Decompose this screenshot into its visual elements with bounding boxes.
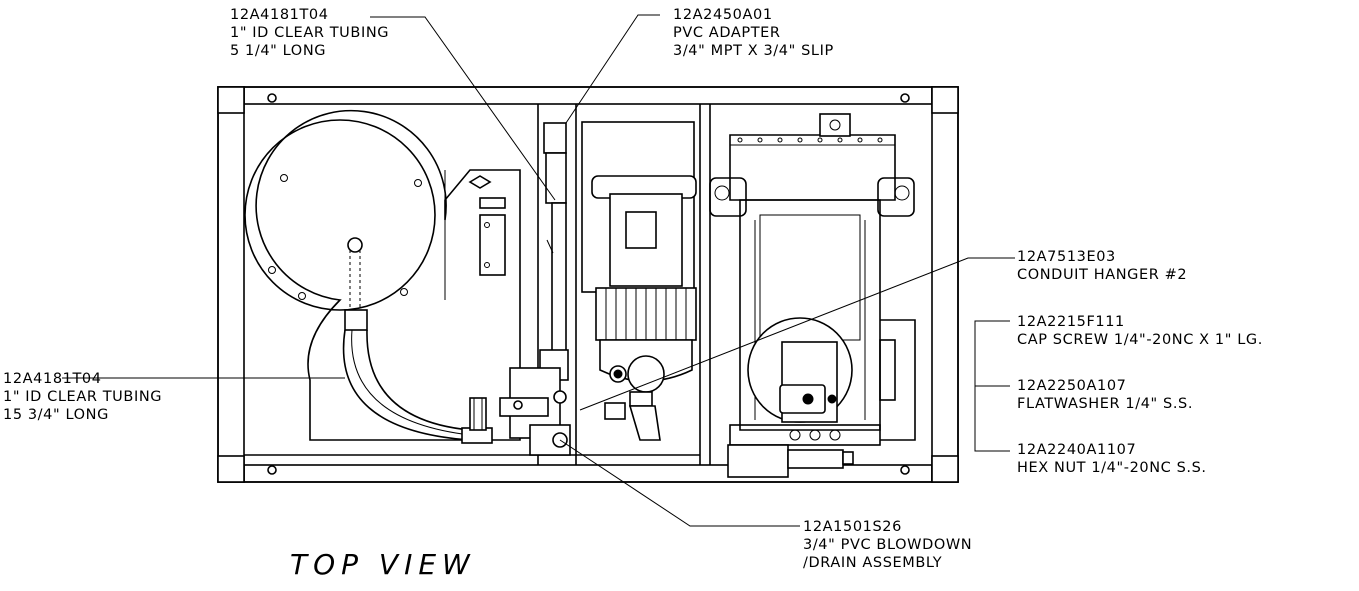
- callout-tubing-left: 12A4181T04 1" ID CLEAR TUBING 15 3/4" LO…: [3, 371, 163, 423]
- callout-pvc-adapter: 12A2450A01 PVC ADAPTER 3/4" MPT X 3/4" S…: [673, 7, 834, 59]
- callout-flatwasher: 12A2250A107 FLATWASHER 1/4" S.S.: [1017, 378, 1194, 412]
- callout-tubing-top: 12A4181T04 1" ID CLEAR TUBING 5 1/4" LON…: [230, 7, 390, 59]
- pvc-assembly: [469, 122, 571, 456]
- view-title: TOP VIEW: [290, 548, 476, 581]
- blower-housing: [244, 109, 521, 441]
- callout-cap-screw: 12A2215F111 CAP SCREW 1/4"-20NC X 1" LG.: [1017, 314, 1263, 348]
- unit-frame: [217, 86, 959, 483]
- callout-blowdown: 12A1501S26 3/4" PVC BLOWDOWN /DRAIN ASSE…: [803, 519, 973, 571]
- pump-motor: [581, 121, 697, 441]
- tubing-long: [342, 237, 493, 444]
- callout-hex-nut: 12A2240A1107 HEX NUT 1/4"-20NC S.S.: [1017, 442, 1207, 476]
- leader-lines: [62, 14, 1015, 527]
- compressor: [709, 113, 916, 478]
- callout-conduit-hanger: 12A7513E03 CONDUIT HANGER #2: [1017, 249, 1188, 283]
